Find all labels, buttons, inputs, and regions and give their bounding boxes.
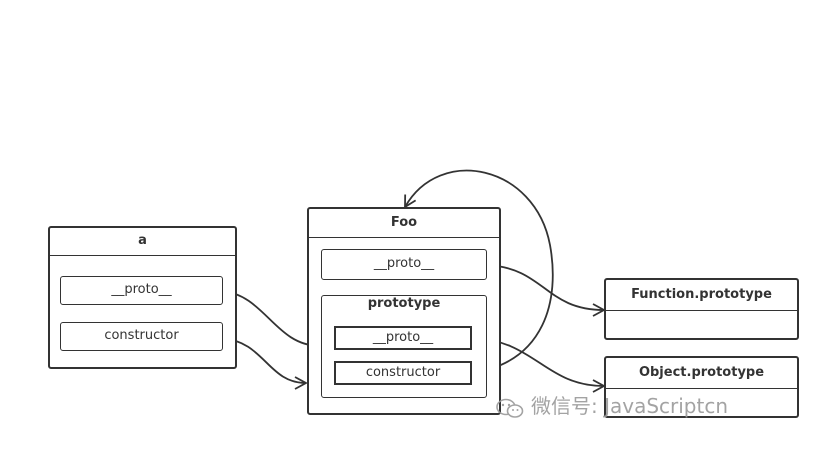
prototype-proto-field: __proto__: [334, 326, 472, 350]
object-prototype-box: Object.prototype: [604, 356, 799, 418]
foo-title: Foo: [390, 215, 418, 230]
object-prototype-divider: [606, 388, 797, 389]
a-constructor-field: constructor: [60, 322, 223, 351]
object-a-title-divider: [50, 255, 235, 256]
function-prototype-divider: [606, 310, 797, 311]
watermark-text: 微信号: JavaScriptcn: [531, 394, 729, 418]
function-prototype-box: Function.prototype: [604, 278, 799, 340]
function-prototype-title: Function.prototype: [631, 287, 772, 302]
wechat-watermark: 微信号: JavaScriptcn: [495, 390, 728, 419]
foo-box: Foo __proto__ prototype __proto__ constr…: [307, 207, 501, 415]
arrow-foo-proto-to-function-prototype: [486, 264, 606, 317]
foo-title-divider: [309, 237, 499, 238]
a-proto-field: __proto__: [60, 276, 223, 305]
arrow-prototype-constructor-to-foo: [404, 169, 554, 374]
object-a-box: a __proto__ constructor: [48, 226, 237, 369]
object-prototype-title: Object.prototype: [638, 365, 765, 380]
object-a-title: a: [138, 233, 147, 248]
foo-proto-field: __proto__: [321, 249, 487, 280]
foo-prototype-box: prototype __proto__ constructor: [321, 295, 487, 398]
foo-prototype-title: prototype: [367, 296, 441, 311]
prototype-constructor-field: constructor: [334, 361, 472, 385]
wechat-icon: [496, 398, 524, 418]
